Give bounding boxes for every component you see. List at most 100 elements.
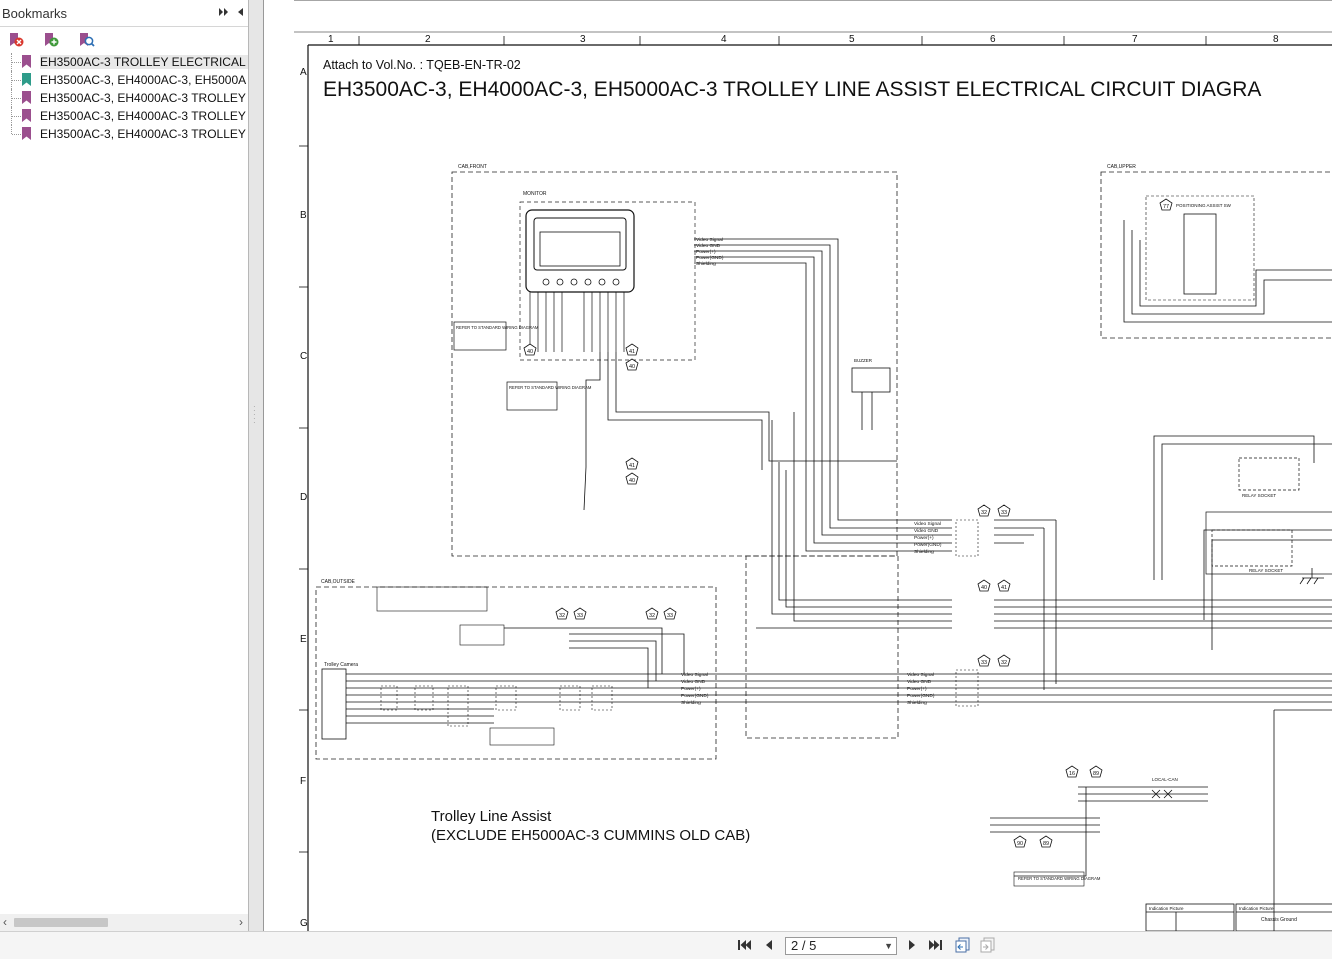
col-label: 2 — [425, 34, 431, 45]
col-label: 7 — [1132, 34, 1138, 45]
row-label: C — [300, 351, 307, 362]
region-label: BUZZER — [854, 358, 873, 363]
tree-line — [11, 125, 23, 135]
svg-text:Video GND: Video GND — [681, 679, 706, 685]
splitter-grip[interactable]: ····· — [253, 402, 256, 427]
bookmark-item[interactable]: EH3500AC-3 TROLLEY ELECTRICAL C — [0, 53, 248, 71]
svg-text:32: 32 — [559, 613, 565, 619]
row-label: B — [300, 210, 307, 221]
page-number-select[interactable]: 2 / 5 ▼ — [785, 937, 897, 955]
bookmark-icon — [22, 127, 31, 140]
svg-text:Power(GND): Power(GND) — [907, 693, 935, 699]
svg-text:40: 40 — [629, 364, 635, 370]
local-can-wires — [990, 786, 1208, 877]
indication-table — [1145, 903, 1332, 931]
column-labels: 1 2 3 4 5 6 7 8 — [328, 34, 1279, 45]
bookmark-icon — [22, 73, 31, 86]
col-label: 5 — [849, 34, 855, 45]
last-page-icon[interactable] — [929, 937, 943, 953]
row-label: D — [300, 492, 307, 503]
tree-line — [11, 89, 23, 107]
previous-view-icon[interactable] — [955, 937, 971, 953]
svg-text:89: 89 — [1043, 841, 1049, 847]
delete-bookmark-icon[interactable] — [7, 31, 25, 49]
svg-text:16: 16 — [1069, 771, 1075, 777]
row-ticks — [299, 145, 308, 853]
svg-text:33: 33 — [667, 613, 673, 619]
tree-line — [11, 53, 23, 71]
refer-note: REFER TO STANDARD WIRING DIAGRAM — [509, 385, 592, 390]
svg-text:32: 32 — [981, 510, 987, 516]
monitor-box — [519, 201, 696, 361]
svg-text:Power(GND): Power(GND) — [681, 693, 709, 699]
col-label: 6 — [990, 34, 996, 45]
connector-badges — [523, 198, 1173, 848]
scroll-left-icon[interactable]: ‹ — [3, 915, 7, 929]
col-label: 1 — [328, 34, 334, 45]
bookmark-item[interactable]: EH3500AC-3, EH4000AC-3 TROLLEY — [0, 125, 248, 143]
bookmark-item[interactable]: EH3500AC-3, EH4000AC-3 TROLLEY — [0, 107, 248, 125]
page-navigation-bar: 2 / 5 ▼ — [0, 931, 1332, 959]
diagram-caption-line2: (EXCLUDE EH5000AC-3 CUMMINS OLD CAB) — [431, 827, 750, 844]
camera-signal-labels: Video Signal Video GND Power(+) Power(GN… — [681, 521, 942, 706]
svg-text:Shielding: Shielding — [696, 261, 716, 267]
row-label: F — [300, 776, 306, 787]
monitor-signal-labels: Video Signal Video GND Power(+) Power(GN… — [696, 237, 724, 267]
panel-splitter[interactable]: ····· — [249, 0, 263, 931]
refer-note: REFER TO STANDARD WIRING DIAGRAM — [456, 325, 539, 330]
relay-socket — [1238, 457, 1300, 491]
bookmark-item[interactable]: EH3500AC-3, EH4000AC-3 TROLLEY — [0, 89, 248, 107]
find-bookmark-icon[interactable] — [77, 31, 95, 49]
svg-text:Video Signal: Video Signal — [681, 672, 708, 678]
ground-symbol — [1299, 568, 1324, 585]
table-header: Indication Picture — [1149, 906, 1184, 911]
trolley-camera-symbol — [321, 668, 347, 740]
svg-text:33: 33 — [577, 613, 583, 619]
svg-text:90: 90 — [1017, 841, 1023, 847]
cab-outside-box — [315, 586, 717, 760]
bookmarks-header: Bookmarks — [0, 0, 248, 27]
svg-text:Video Signal: Video Signal — [907, 672, 934, 678]
svg-text:Video GND: Video GND — [696, 243, 721, 249]
document-view[interactable]: 1 2 3 4 5 6 7 8 A B C D E F G Attach to … — [263, 0, 1332, 931]
row-label: E — [300, 634, 307, 645]
col-label: 8 — [1273, 34, 1279, 45]
bookmark-label: EH3500AC-3, EH4000AC-3, EH5000A — [40, 73, 247, 87]
scroll-right-icon[interactable]: › — [239, 915, 243, 929]
svg-text:Shielding: Shielding — [681, 700, 701, 706]
region-label: POSITIONING ASSIST SW — [1176, 203, 1232, 208]
first-page-icon[interactable] — [737, 937, 751, 953]
bookmark-item[interactable]: EH3500AC-3, EH4000AC-3, EH5000A — [0, 71, 248, 89]
bookmark-toolbar — [0, 27, 248, 53]
page-indicator: 2 / 5 — [791, 938, 817, 953]
svg-text:Video Signal: Video Signal — [914, 521, 941, 527]
attach-note: Attach to Vol.No. : TQEB-EN-TR-02 — [323, 58, 521, 72]
relay-socket — [1211, 529, 1293, 567]
chevron-down-icon: ▼ — [884, 941, 893, 951]
bookmark-icon — [22, 55, 31, 68]
row-label: A — [300, 67, 307, 78]
previous-page-icon[interactable] — [763, 937, 775, 953]
positioning-switch — [1183, 213, 1217, 295]
add-bookmark-icon[interactable] — [42, 31, 60, 49]
bookmark-label: EH3500AC-3, EH4000AC-3 TROLLEY — [40, 127, 246, 141]
tree-line — [11, 71, 23, 89]
panel-horizontal-scrollbar[interactable]: ‹ › — [0, 914, 248, 931]
svg-text:Power(GND): Power(GND) — [696, 255, 724, 261]
svg-text:Power(+): Power(+) — [681, 686, 701, 692]
expand-panel-icon[interactable] — [217, 5, 231, 19]
next-page-icon[interactable] — [906, 937, 918, 953]
svg-text:Video GND: Video GND — [914, 528, 939, 534]
table-header: Indication Picture — [1239, 906, 1274, 911]
next-view-icon[interactable] — [980, 937, 996, 953]
region-label: CAB,OUTSIDE — [321, 579, 356, 585]
collapse-panel-icon[interactable] — [233, 5, 247, 19]
scrollbar-thumb[interactable] — [14, 918, 108, 927]
bookmark-label: EH3500AC-3 TROLLEY ELECTRICAL C — [40, 55, 248, 69]
region-label: RELAY SOCKET — [1249, 568, 1283, 573]
svg-text:40: 40 — [527, 349, 533, 355]
cab-front-box — [451, 171, 898, 557]
row-labels: A B C D E F G — [300, 67, 308, 929]
region-label: MONITOR — [523, 191, 547, 197]
region-label: CAB,FRONT — [458, 164, 487, 170]
